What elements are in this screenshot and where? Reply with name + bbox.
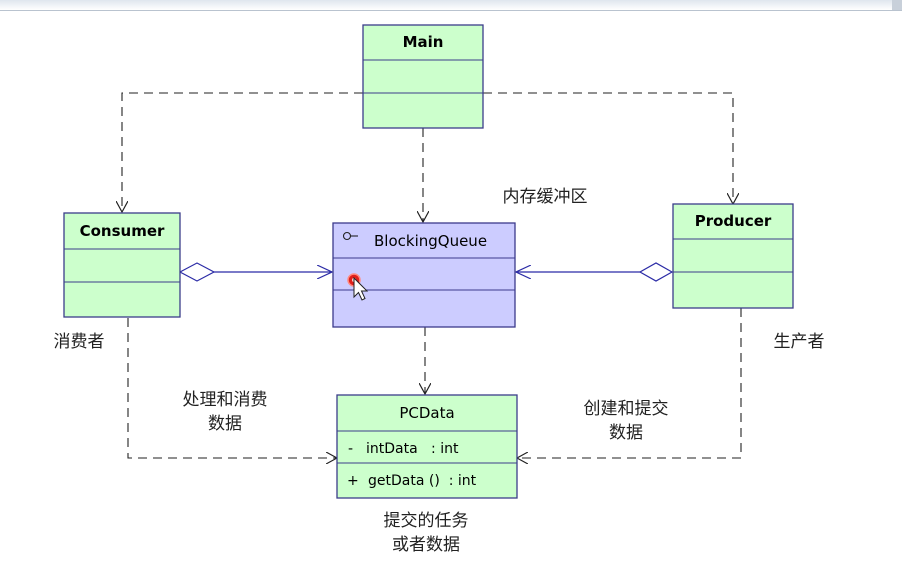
dependency-producer-pcdata <box>517 308 742 458</box>
class-blockingqueue-name: BlockingQueue <box>374 232 487 250</box>
class-main[interactable]: Main <box>362 24 484 129</box>
class-producer-name: Producer <box>695 212 772 230</box>
class-consumer[interactable]: Consumer <box>63 212 181 318</box>
note-consume-line2: 数据 <box>208 414 242 434</box>
aggregation-consumer-queue <box>178 262 332 282</box>
class-pcdata[interactable]: PCData - intData : int + getData () : in… <box>336 394 518 499</box>
operation-getdata: getData () : int <box>368 473 477 489</box>
attribute-visibility: - <box>348 441 353 457</box>
note-produce-line1: 创建和提交 <box>584 399 669 419</box>
class-producer[interactable]: Producer <box>672 203 794 309</box>
class-pcdata-name: PCData <box>399 404 454 422</box>
note-task-line1: 提交的任务 <box>384 511 469 531</box>
aggregation-producer-queue <box>516 262 674 282</box>
note-buffer: 内存缓冲区 <box>503 187 588 207</box>
operation-visibility: + <box>347 473 359 489</box>
note-task-line2: 或者数据 <box>392 535 460 555</box>
note-producer-role: 生产者 <box>774 332 825 352</box>
class-consumer-name: Consumer <box>80 222 165 240</box>
class-main-name: Main <box>403 33 444 51</box>
class-blockingqueue[interactable]: BlockingQueue <box>332 222 516 328</box>
attribute-intdata: intData : int <box>366 441 459 457</box>
scrollbar-corner[interactable] <box>892 0 902 10</box>
dependency-main-consumer <box>122 92 363 212</box>
mouse-cursor-icon <box>347 273 369 301</box>
window-top-bar <box>0 0 902 11</box>
note-produce-line2: 数据 <box>609 423 643 443</box>
interface-lollipop-icon <box>342 231 358 241</box>
dependency-main-producer <box>483 92 733 204</box>
note-consume-line1: 处理和消费 <box>183 390 268 410</box>
note-consumer-role: 消费者 <box>54 332 105 352</box>
dependency-consumer-pcdata <box>127 318 337 458</box>
